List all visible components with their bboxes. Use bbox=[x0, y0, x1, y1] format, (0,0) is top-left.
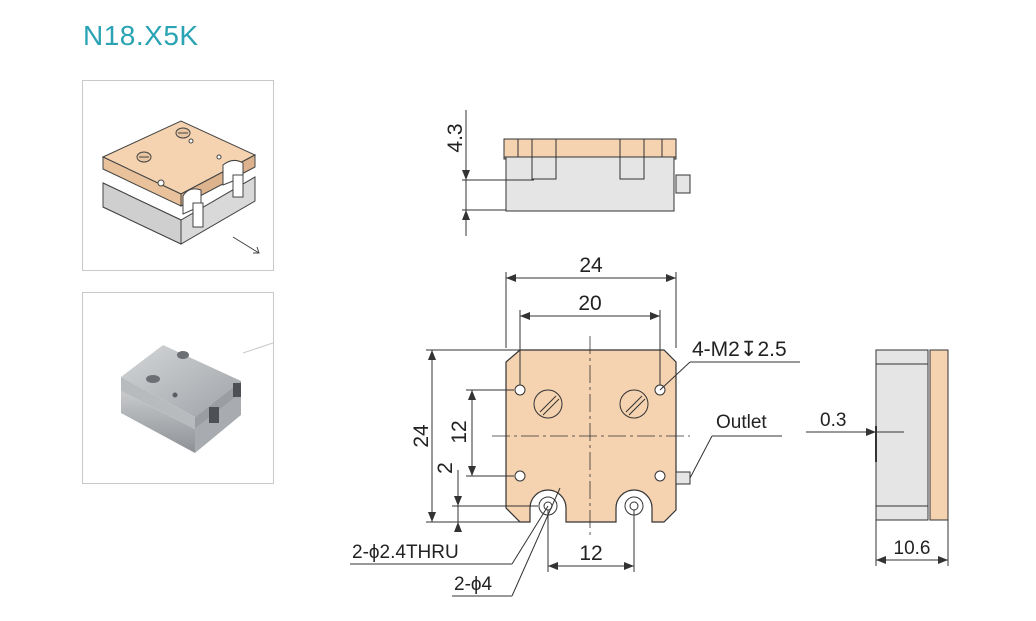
right-view: 0.3 10.6 bbox=[806, 349, 949, 566]
thread-callout: 4-M2↧2.5 bbox=[692, 338, 787, 361]
dim-height-outer: 24 bbox=[410, 424, 433, 448]
dim-width-outer: 24 bbox=[579, 254, 603, 277]
product-photo-image bbox=[82, 292, 274, 484]
dim-depth: 10.6 bbox=[894, 538, 931, 559]
side-view: 4.3 bbox=[444, 110, 691, 236]
plan-view: 24 20 24 12 2 12 bbox=[350, 254, 800, 597]
dim-hole-spacing-h: 12 bbox=[579, 542, 602, 565]
dim-hole-offset: 2 bbox=[434, 462, 457, 474]
dim-width-hole: 20 bbox=[578, 292, 601, 315]
outlet-label: Outlet bbox=[716, 412, 767, 433]
thru-hole-callout: 2-ϕ2.4THRU bbox=[352, 542, 459, 563]
counterbore-callout: 2-ϕ4 bbox=[454, 574, 493, 595]
product-render-image bbox=[82, 80, 274, 271]
dim-gap: 0.3 bbox=[820, 410, 846, 431]
product-title: N18.X5K bbox=[83, 20, 199, 51]
dim-height-top: 4.3 bbox=[444, 123, 467, 152]
dim-hole-spacing-v: 12 bbox=[448, 420, 471, 443]
